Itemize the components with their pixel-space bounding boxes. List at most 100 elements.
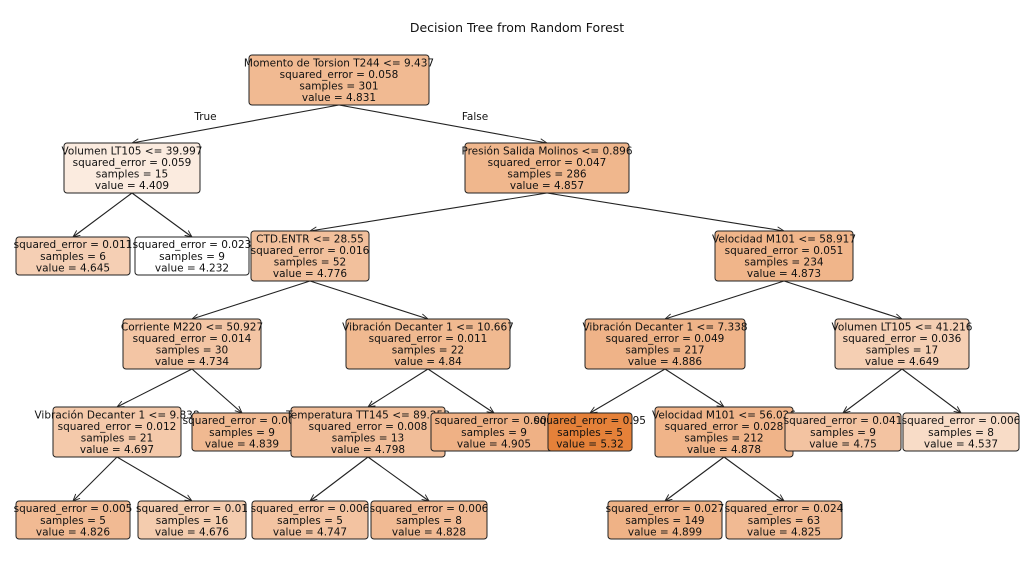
node-box (902, 412, 1020, 452)
node-line: value = 4.878 (687, 444, 761, 456)
tree-node-n0: Momento de Torsion T244 <= 9.437squared_… (244, 54, 434, 106)
node-line: squared_error = 0.007 (183, 415, 302, 427)
tree-edge-n1-n2 (73, 192, 133, 237)
node-line: value = 4.825 (747, 526, 821, 538)
node-line: Volumen LT105 <= 39.997 (62, 145, 203, 157)
node-line: Corriente M220 <= 50.927 (121, 321, 263, 333)
node-box (345, 318, 511, 370)
node-box (725, 500, 843, 540)
tree-edge-n12-n14 (367, 456, 429, 501)
tree-node-n4: Presión Salida Molinos <= 0.896squared_e… (461, 142, 633, 194)
node-line: value = 4.409 (95, 180, 169, 192)
node-line: squared_error = 0.006 (370, 503, 489, 515)
node-line: Volumen LT105 <= 41.216 (832, 321, 973, 333)
node-line: value = 5.32 (556, 438, 624, 450)
node-line: squared_error = 0.005 (14, 503, 133, 515)
node-line: squared_error = 0.049 (606, 333, 725, 345)
node-line: samples = 149 (625, 515, 704, 527)
tree-edge-n22-n24 (901, 368, 961, 413)
tree-edge-n4-n5 (310, 192, 548, 231)
edge-label-false: False (462, 111, 488, 123)
node-line: samples = 217 (625, 345, 704, 357)
node-line: value = 4.734 (155, 356, 230, 368)
tree-edge-n17-n18 (590, 368, 666, 413)
node-line: samples = 234 (744, 257, 823, 269)
tree-edge-n0-n1 (132, 104, 340, 143)
node-line: Velocidad M101 <= 58.917 (712, 233, 856, 245)
node-line: value = 4.873 (747, 268, 821, 280)
node-box (607, 500, 723, 540)
node-line: samples = 9 (461, 427, 527, 439)
tree-node-n12: Temperatura TT145 <= 89.253squared_error… (285, 406, 450, 458)
node-line: squared_error = 0.006 (902, 415, 1021, 427)
tree-edge-n7-n8 (73, 456, 118, 501)
tree-edge-n16-n17 (665, 280, 785, 319)
tree-edge-n11-n15 (427, 368, 494, 413)
node-line: value = 4.899 (628, 526, 702, 538)
node-line: samples = 13 (332, 433, 404, 445)
node-line: value = 4.798 (331, 444, 405, 456)
tree-edge-n12-n13 (310, 456, 369, 501)
node-line: value = 4.537 (924, 438, 998, 450)
node-box (52, 406, 182, 458)
node-line: squared_error = 0.024 (725, 503, 844, 515)
tree-edge-n0-n4 (338, 104, 547, 143)
node-line: squared_error = 0.059 (73, 157, 192, 169)
node-box (15, 236, 131, 276)
node-line: value = 4.676 (155, 526, 230, 538)
node-line: squared_error = 0.023 (133, 239, 252, 251)
node-line: squared_error = 0.008 (309, 421, 428, 433)
node-line: samples = 15 (96, 169, 168, 181)
node-line: squared_error = 0.047 (488, 157, 607, 169)
node-line: value = 4.232 (155, 262, 229, 274)
node-line: samples = 301 (299, 81, 378, 93)
node-line: squared_error = 0.028 (665, 421, 784, 433)
node-line: value = 4.649 (865, 356, 939, 368)
tree-node-n7: Vibración Decanter 1 <= 9.838squared_err… (34, 406, 200, 458)
node-line: samples = 9 (159, 251, 225, 263)
node-line: Momento de Torsion T244 <= 9.437 (244, 57, 434, 69)
node-line: samples = 52 (274, 257, 346, 269)
node-line: samples = 286 (507, 169, 586, 181)
node-line: samples = 5 (557, 427, 623, 439)
node-line: value = 4.747 (273, 526, 347, 538)
node-box (248, 54, 430, 106)
tree-edge-n19-n20 (665, 456, 725, 501)
tree-edge-n17-n19 (664, 368, 724, 407)
node-line: samples = 8 (396, 515, 462, 527)
node-line: value = 4.645 (36, 262, 110, 274)
node-line: squared_error = 0.027 (606, 503, 725, 515)
node-box (464, 142, 630, 194)
tree-edge-n6-n7 (117, 368, 193, 407)
node-line: samples = 6 (40, 251, 106, 263)
node-box (137, 500, 247, 540)
node-box (547, 412, 633, 452)
node-line: squared_error = 0.009 (435, 415, 554, 427)
node-box (250, 230, 370, 282)
node-line: value = 4.776 (273, 268, 348, 280)
node-box (784, 412, 902, 452)
node-box (63, 142, 201, 194)
node-line: Vibración Decanter 1 <= 7.338 (582, 321, 747, 333)
tree-edge-n19-n21 (723, 456, 784, 501)
node-line: value = 4.831 (302, 92, 376, 104)
node-line: value = 4.905 (457, 438, 531, 450)
node-line: Vibración Decanter 1 <= 10.667 (342, 321, 514, 333)
node-line: squared_error = 0.036 (843, 333, 962, 345)
node-line: samples = 22 (392, 345, 464, 357)
node-line: value = 4.84 (394, 356, 462, 368)
